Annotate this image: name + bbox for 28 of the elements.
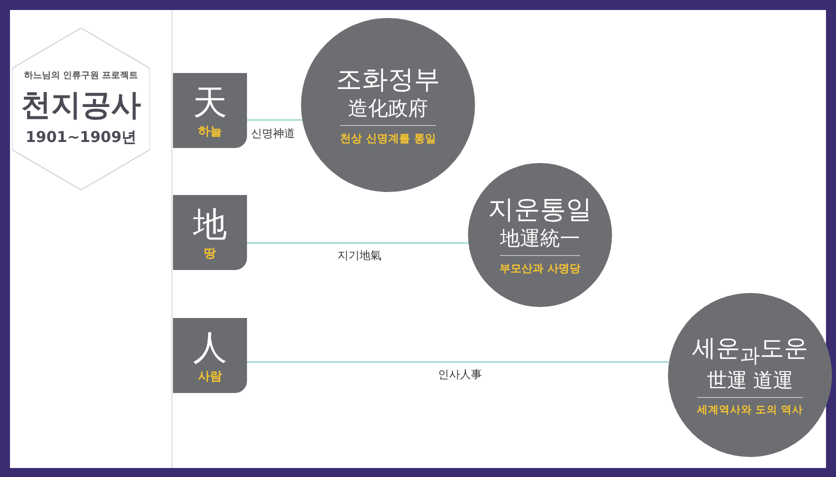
connector-line xyxy=(247,361,670,363)
subheading: 사람 xyxy=(198,369,222,384)
subtitle: 하느님의 인류구원 프로젝트 xyxy=(24,71,138,82)
subheading: 땅 xyxy=(204,246,216,262)
heading: 人 xyxy=(193,326,227,370)
subheading: 세계역사와 도의 역사 xyxy=(696,396,804,417)
subheading: 하늘 xyxy=(198,124,222,140)
year-range: 1901~1909년 xyxy=(25,128,137,147)
heading: 天 xyxy=(193,82,227,124)
subheading: 천상 신명계를 통일 xyxy=(340,125,436,146)
edge-label: 지기地氣 xyxy=(336,248,384,263)
hexagon-badge xyxy=(12,28,150,190)
heading: 세운$_{과}$도운 xyxy=(692,333,808,368)
edge-label: 신명神道 xyxy=(249,126,297,141)
connector-line xyxy=(247,119,302,121)
square-tile xyxy=(173,318,247,393)
heading: 조화정부 xyxy=(336,64,440,96)
hanja-heading: 世運 道運 xyxy=(706,368,794,393)
subheading: 부모산과 사명당 xyxy=(500,255,580,276)
title: 천지공사 xyxy=(21,86,141,124)
square-tile xyxy=(173,195,247,270)
heading: 지운통일 xyxy=(488,194,592,226)
edge-label: 인사人事 xyxy=(436,367,484,382)
hanja-heading: 地運統一 xyxy=(500,226,580,252)
square-tile xyxy=(173,73,247,148)
hanja-heading: 造化政府 xyxy=(348,96,428,122)
connector-line xyxy=(247,242,468,244)
heading: 地 xyxy=(193,204,227,246)
